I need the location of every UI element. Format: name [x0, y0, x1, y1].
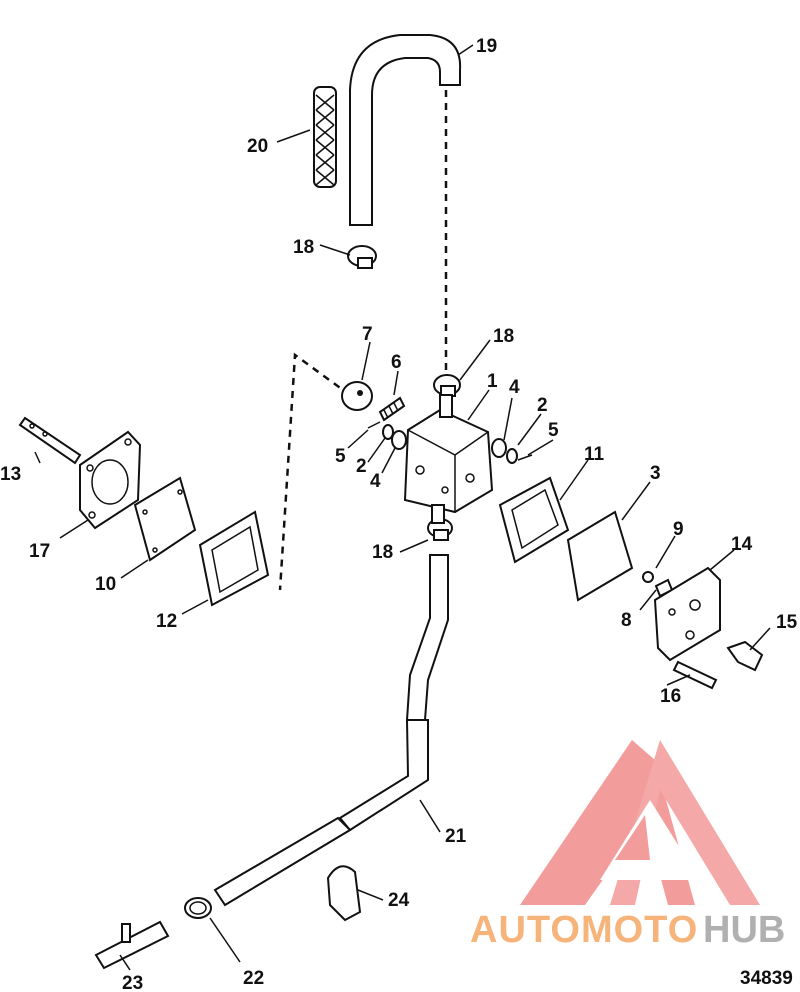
callout-9: 9 — [673, 519, 684, 540]
callout-20: 20 — [247, 136, 268, 157]
callout-16: 16 — [660, 686, 681, 707]
hose-clamp-mid — [433, 374, 461, 397]
gasket-ring-right — [491, 438, 507, 458]
hose-lower — [213, 554, 449, 907]
screw — [672, 660, 718, 690]
callout-18-lower: 18 — [372, 542, 393, 563]
callout-4-right: 4 — [509, 377, 520, 398]
connector-tube — [94, 920, 170, 970]
callout-24: 24 — [388, 890, 410, 911]
callout-2-right: 2 — [537, 395, 548, 416]
watermark-logo — [520, 740, 760, 905]
gasket-ring-left — [391, 430, 407, 450]
callout-4-left: 4 — [370, 471, 381, 492]
hose-clip — [326, 865, 362, 922]
check-valve-right — [517, 454, 533, 461]
gasket-right — [566, 510, 634, 602]
leader-lines — [34, 44, 771, 971]
cover-plate — [653, 566, 721, 662]
callout-18-top: 18 — [293, 237, 314, 258]
gasket-left — [133, 476, 197, 562]
pin — [18, 416, 82, 465]
callout-11: 11 — [584, 444, 605, 465]
callout-21: 21 — [445, 826, 467, 847]
check-valve-left — [367, 421, 381, 429]
figure-number: 34839 — [740, 968, 793, 989]
elbow-fitting — [726, 640, 764, 672]
washer — [642, 571, 654, 583]
callout-23: 23 — [122, 973, 143, 992]
callout-14: 14 — [731, 534, 753, 555]
hose-clamp-top — [347, 245, 377, 269]
fuel-pump-body — [403, 394, 494, 524]
mesh-sleeve — [313, 86, 337, 188]
watermark-brand-b: HUB — [703, 909, 785, 951]
alignment-line-left — [278, 352, 351, 591]
callout-1: 1 — [487, 371, 498, 392]
callout-17: 17 — [29, 541, 50, 562]
callout-5-right: 5 — [548, 420, 559, 441]
callout-22: 22 — [243, 968, 264, 989]
hose-upper — [349, 34, 462, 226]
callout-10: 10 — [95, 574, 116, 595]
callout-7: 7 — [362, 324, 373, 345]
o-ring-right — [506, 448, 518, 464]
gasket-frame-left — [198, 510, 270, 607]
band-clamp — [184, 897, 212, 919]
flange-cover — [79, 430, 142, 530]
callout-12: 12 — [156, 611, 177, 632]
o-ring-left — [382, 424, 394, 440]
callout-13: 13 — [0, 464, 21, 485]
callout-3: 3 — [650, 463, 661, 484]
watermark-brand-a: AUTOMOTO — [470, 909, 698, 951]
callout-6: 6 — [391, 352, 402, 373]
callout-18-mid: 18 — [493, 326, 514, 347]
callout-19: 19 — [476, 36, 497, 57]
callout-2-left: 2 — [356, 456, 367, 477]
gasket-frame-right — [498, 476, 570, 564]
callout-8: 8 — [621, 610, 632, 631]
callout-15: 15 — [776, 612, 798, 633]
callout-5-left: 5 — [335, 446, 346, 467]
spring — [378, 396, 406, 422]
diaphragm-disc — [341, 381, 373, 411]
